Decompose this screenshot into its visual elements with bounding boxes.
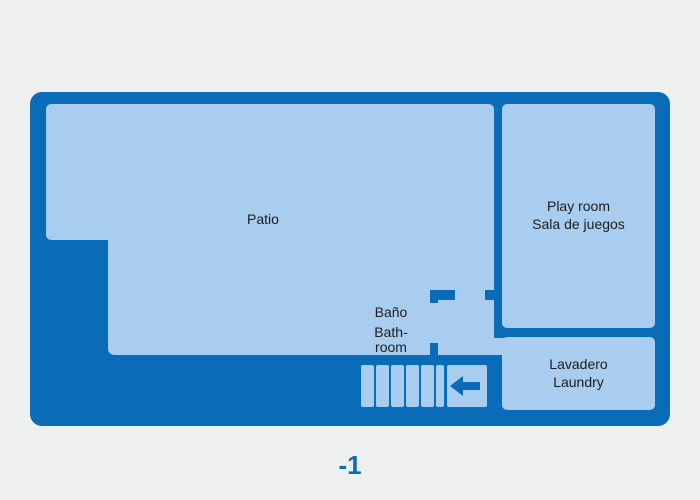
stair-step [436,365,444,407]
laundry-label-en: Laundry [553,374,604,390]
hallway-door-top [455,290,485,302]
bathroom-room [363,297,418,354]
bathroom-label-en-1: Bath- [374,324,408,340]
play-room-label: Play room Sala de juegos [510,197,647,233]
patio-label: Patio [213,210,313,228]
floor-number: -1 [338,450,362,480]
laundry-label: Lavadero Laundry [510,355,647,391]
patio-room [46,104,494,355]
laundry-room [502,337,655,410]
play-room-label-es: Sala de juegos [532,216,625,232]
stair-step [376,365,389,407]
laundry-label-es: Lavadero [549,356,608,372]
stairs [361,365,487,407]
hallway [438,300,494,355]
patio-label-text: Patio [247,211,279,227]
play-room-label-en: Play room [546,198,611,214]
stair-step [406,365,419,407]
hallway-link-right [492,338,504,355]
bathroom-label-es: Baño [374,304,408,320]
bathroom-label: Baño Bath- room [362,303,420,355]
hallway-door-left [428,303,440,343]
stair-step [361,365,374,407]
play-room [502,104,655,328]
stair-step [421,365,434,407]
bathroom-label-en-2: room [375,339,407,355]
stair-step [391,365,404,407]
arrow-left-icon [450,376,480,396]
